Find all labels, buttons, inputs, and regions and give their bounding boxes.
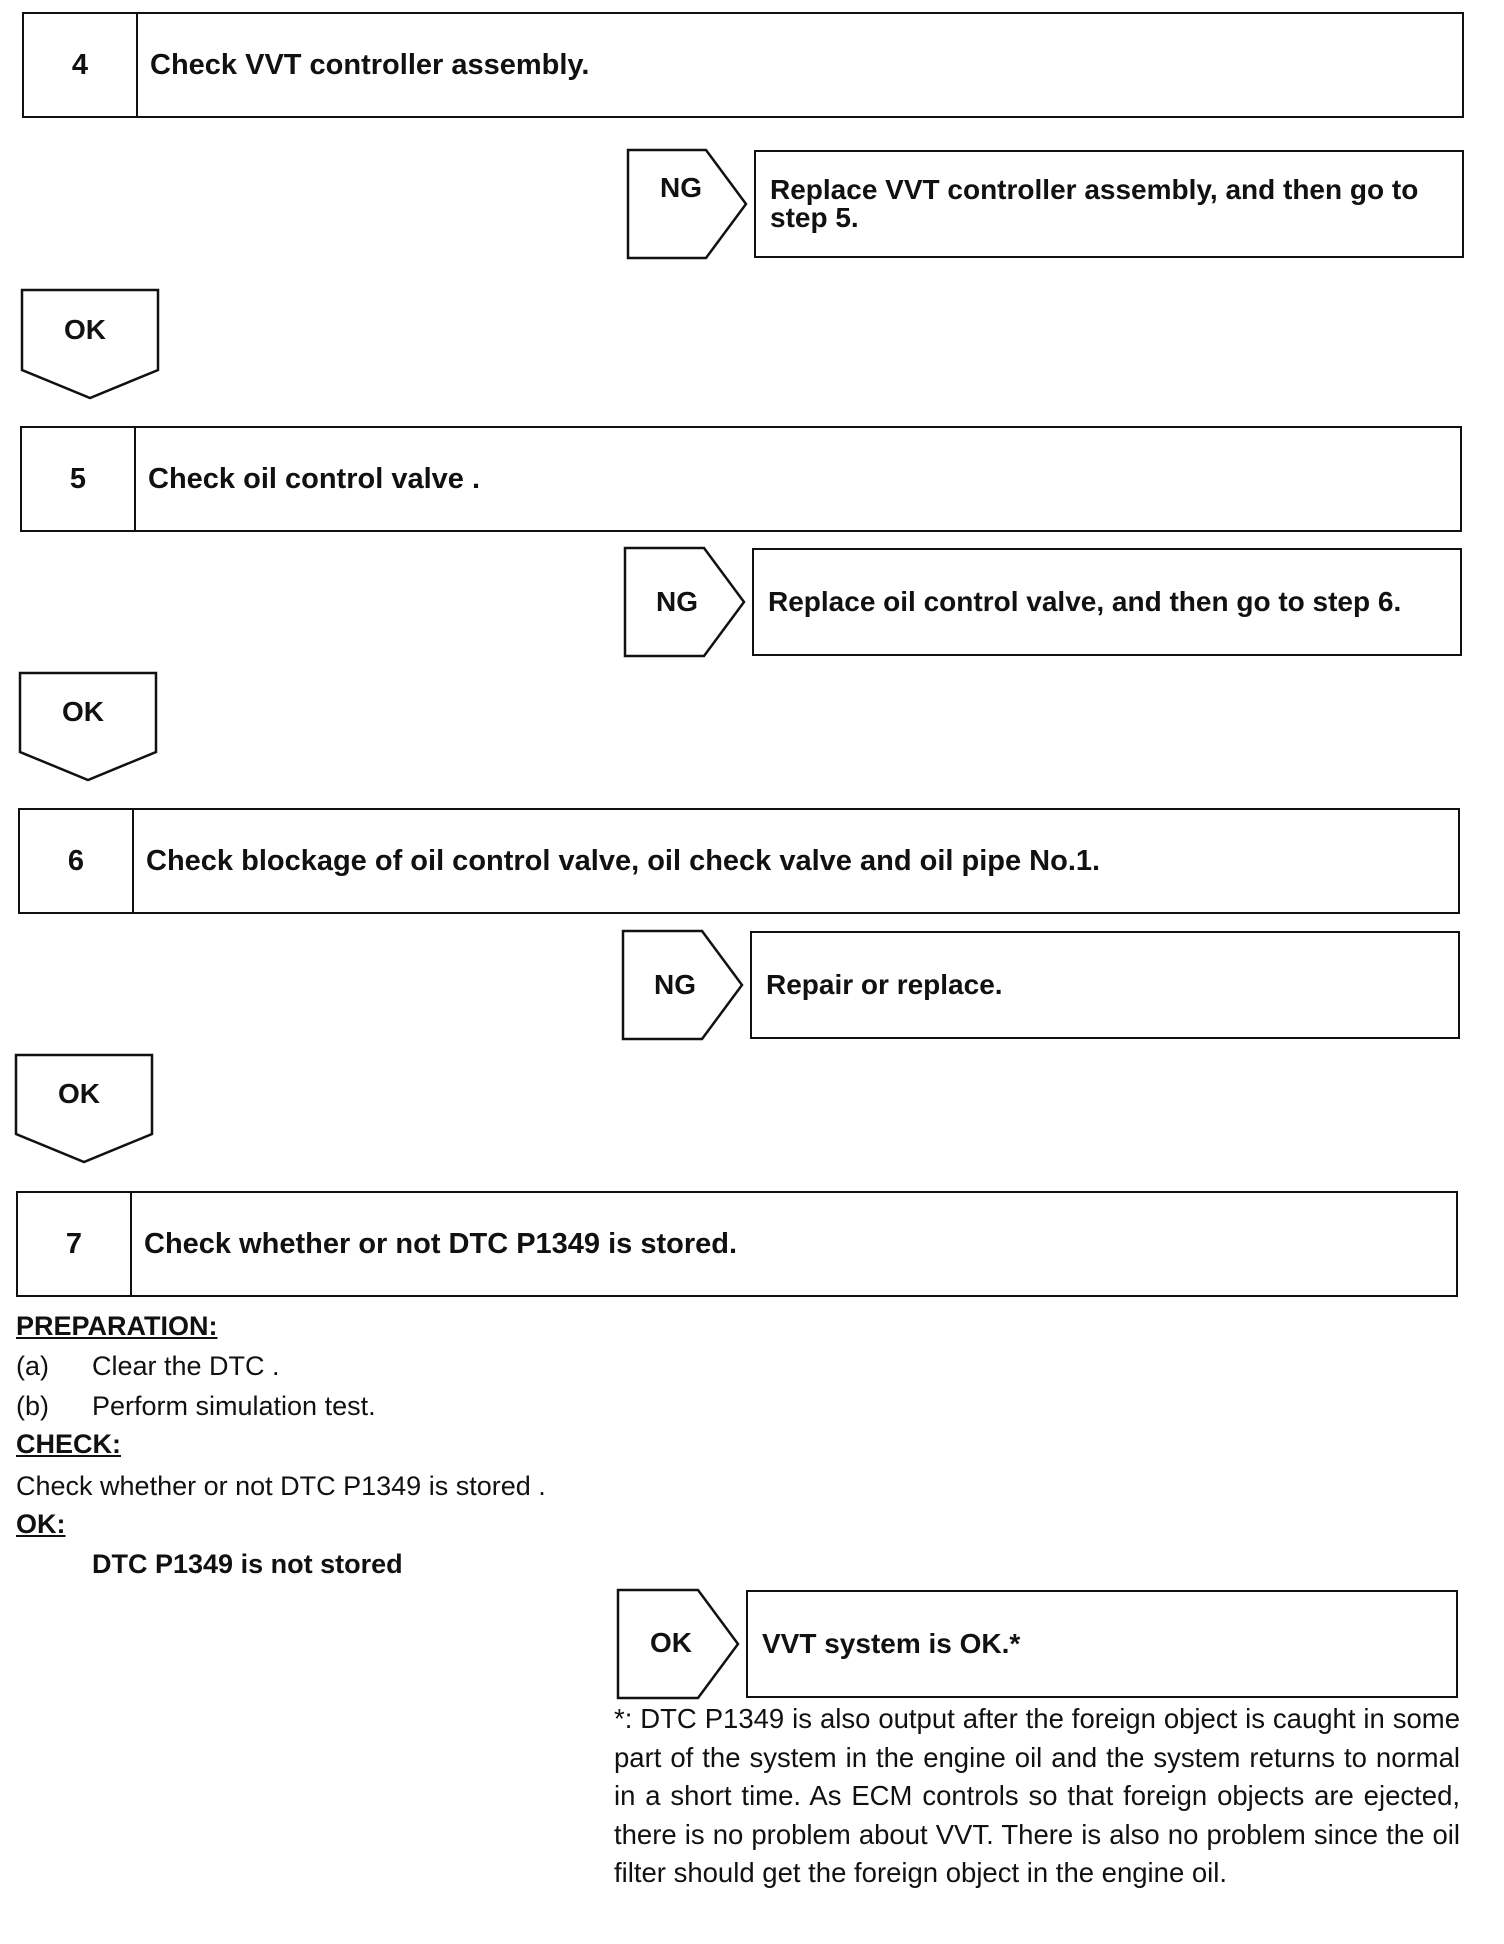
step-7-title: Check whether or not DTC P1349 is stored… bbox=[144, 1227, 738, 1260]
step-4-ng-action: Replace VVT controller assembly, and the… bbox=[754, 150, 1464, 258]
step-6-ng-action-text: Repair or replace. bbox=[766, 969, 1003, 1000]
step-4-ng-action-text: Replace VVT controller assembly, and the… bbox=[770, 174, 1419, 233]
footnote: *: DTC P1349 is also output after the fo… bbox=[614, 1703, 1460, 1888]
final-result-text: VVT system is OK.* bbox=[762, 1628, 1021, 1659]
prep-item-b-text: Perform simulation test. bbox=[92, 1391, 376, 1421]
step-5-box: 5 Check oil control valve . bbox=[20, 426, 1462, 532]
step-6-ok-label: OK bbox=[58, 1078, 100, 1109]
step-6-title: Check blockage of oil control valve, oil… bbox=[146, 844, 1101, 877]
step-4-number: 4 bbox=[24, 14, 138, 116]
step-7-box: 7 Check whether or not DTC P1349 is stor… bbox=[16, 1191, 1458, 1297]
step-7-number: 7 bbox=[18, 1193, 132, 1295]
step-4-box: 4 Check VVT controller assembly. bbox=[22, 12, 1464, 118]
prep-item-a-marker: (a) bbox=[16, 1351, 49, 1381]
final-ok-label: OK bbox=[650, 1627, 692, 1658]
step-5-ok-label: OK bbox=[62, 696, 104, 727]
check-text: Check whether or not DTC P1349 is stored… bbox=[16, 1471, 546, 1501]
step-5-ng-label: NG bbox=[656, 586, 698, 617]
ok-header: OK: bbox=[16, 1509, 66, 1539]
step-6-ng-label: NG bbox=[654, 969, 696, 1000]
step-6-ng-action: Repair or replace. bbox=[750, 931, 1460, 1039]
step-6-box: 6 Check blockage of oil control valve, o… bbox=[18, 808, 1460, 914]
step-5-ng-action-text: Replace oil control valve, and then go t… bbox=[768, 586, 1402, 617]
step-4-ng-label: NG bbox=[660, 172, 702, 203]
final-result-box: VVT system is OK.* bbox=[746, 1590, 1458, 1698]
step-6-number: 6 bbox=[20, 810, 134, 912]
ok-criteria: DTC P1349 is not stored bbox=[92, 1549, 403, 1579]
step-5-title: Check oil control valve . bbox=[148, 462, 480, 495]
prep-item-a-text: Clear the DTC . bbox=[92, 1351, 280, 1381]
step-4-title: Check VVT controller assembly. bbox=[150, 48, 590, 81]
check-header: CHECK: bbox=[16, 1429, 121, 1459]
preparation-header: PREPARATION: bbox=[16, 1311, 218, 1341]
prep-item-b-marker: (b) bbox=[16, 1391, 49, 1421]
step-5-ng-action: Replace oil control valve, and then go t… bbox=[752, 548, 1462, 656]
step-5-number: 5 bbox=[22, 428, 136, 530]
step-4-ok-label: OK bbox=[64, 314, 106, 345]
